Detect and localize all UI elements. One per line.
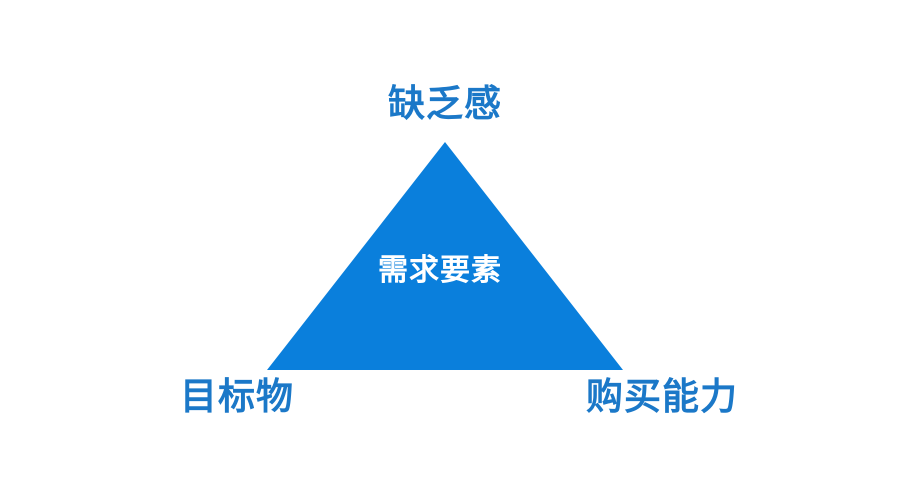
top-vertex-label: 缺乏感 (388, 82, 502, 125)
left-vertex-label: 目标物 (180, 375, 294, 418)
right-vertex-label: 购买能力 (586, 375, 738, 418)
demand-triangle (267, 142, 623, 370)
triangle-center-label: 需求要素 (378, 253, 502, 288)
